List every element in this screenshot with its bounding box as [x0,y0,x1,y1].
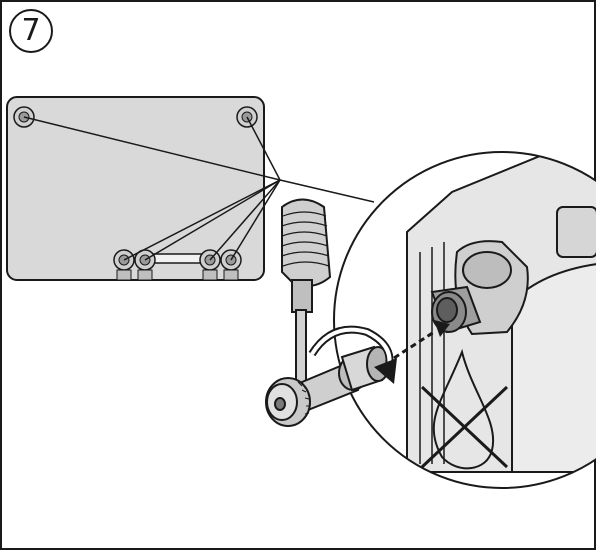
curved-arrow-icon [308,325,397,384]
step-number-badge: 7 [9,9,53,53]
detail-zoom-border [333,151,596,489]
port-bottom-1 [113,249,135,281]
dashed-arrow-icon [393,320,450,360]
detail-zoom [334,152,596,488]
callout-lines [23,116,375,261]
step-number: 7 [21,13,41,48]
screwdriver [281,198,332,391]
port-bottom-3 [199,249,221,281]
radiator-key [265,345,390,427]
port-bottom-4 [220,249,242,281]
port-bottom-2 [134,249,156,281]
no-drip-icon [420,348,509,470]
